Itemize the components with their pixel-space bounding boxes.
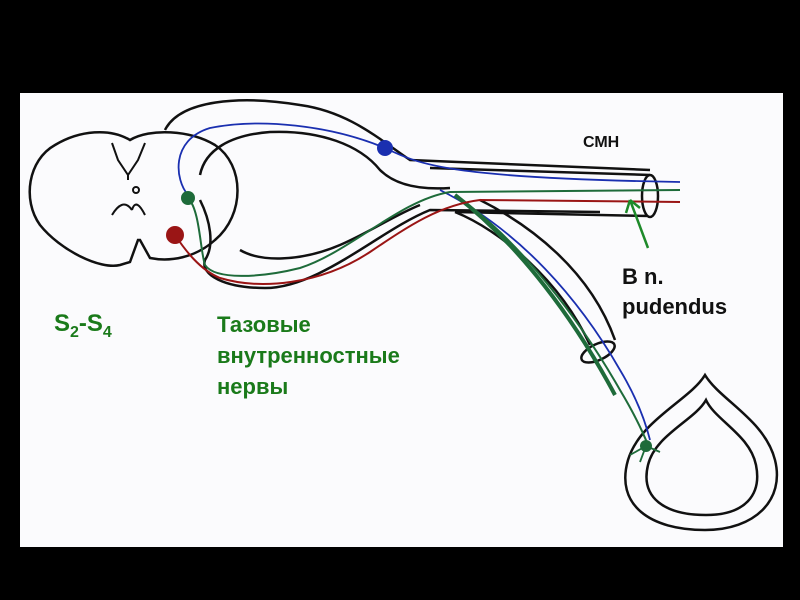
segment-dash: -S (78, 310, 103, 337)
drawing-paper (20, 93, 783, 547)
green-terminal-branches (629, 445, 661, 463)
cmh-label: СМН (583, 134, 620, 151)
pelvic-label-line1: Тазовые (217, 312, 311, 337)
pelvic-label-line3: нервы (217, 374, 289, 399)
green-preganglionic-cell (181, 191, 195, 205)
grey-matter (111, 142, 146, 216)
red-nerve-fiber (174, 198, 681, 285)
ventral-root-inner (239, 203, 421, 260)
spinal-segments-label: S2-S4 (54, 310, 112, 342)
pelvic-splanchnic-label: Тазовые внутренностные нервы (217, 309, 400, 402)
pudendal-trunk-outline (429, 166, 651, 218)
bladder-outline (624, 372, 779, 532)
pudendus-label-line2: pudendus (622, 294, 728, 319)
red-motor-neuron (166, 226, 184, 244)
segment-start-subscript: 2 (70, 323, 79, 341)
central-canal (132, 186, 140, 194)
pudendus-label: В n. pudendus (622, 262, 727, 322)
segment-start: S (54, 310, 71, 337)
green-fiber-bundle (453, 193, 617, 396)
pelvic-label-line2: внутренностные (217, 343, 400, 368)
segment-end-subscript: 4 (102, 323, 112, 341)
blue-ganglion-cell (377, 140, 393, 156)
pudendus-arrow (624, 199, 650, 249)
pudendus-label-line1: В n. (622, 264, 664, 289)
spinal-cord-outline (28, 131, 239, 268)
bladder-inner (645, 397, 759, 517)
pudendal-trunk-end (640, 173, 660, 219)
ventral-root-outline (198, 199, 601, 290)
blue-nerve-fiber (177, 122, 681, 441)
dorsal-root-inner (198, 130, 451, 190)
dorsal-root-outline (163, 99, 651, 172)
